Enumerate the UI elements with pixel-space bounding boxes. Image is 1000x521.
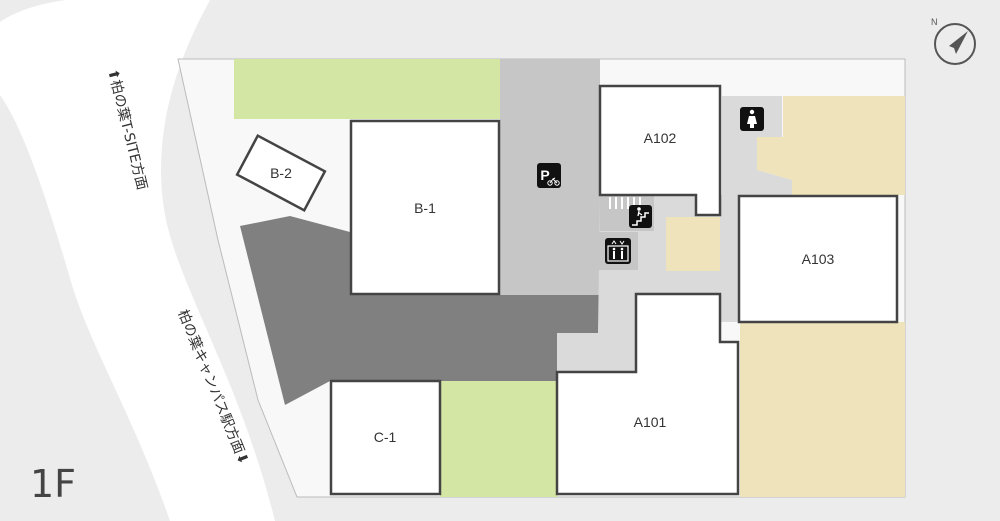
tenant-space-northeast xyxy=(757,96,905,195)
greenery-north xyxy=(234,59,500,119)
compass-north-icon: N xyxy=(931,17,976,65)
unit-label-a103: A103 xyxy=(802,251,835,267)
unit-label-c1: C-1 xyxy=(374,429,397,445)
unit-b2[interactable]: B-2 xyxy=(235,134,327,212)
bicycle-parking-icon: P xyxy=(537,163,561,188)
parking-area xyxy=(240,216,600,405)
floor-label: 1F xyxy=(30,462,76,506)
svg-text:P: P xyxy=(540,167,549,183)
tenant-space-center xyxy=(666,217,720,271)
unit-a101[interactable]: A101 xyxy=(555,292,740,496)
stairs-icon xyxy=(629,205,652,228)
road xyxy=(0,0,275,521)
unit-label-b1: B-1 xyxy=(414,200,436,216)
unit-a103[interactable]: A103 xyxy=(737,194,899,324)
unit-b1[interactable]: B-1 xyxy=(349,119,501,296)
greenery-south xyxy=(440,381,558,497)
restroom-icon xyxy=(740,107,764,131)
unit-label-a101: A101 xyxy=(634,414,667,430)
unit-label-a102: A102 xyxy=(644,130,677,146)
unit-label-b2: B-2 xyxy=(270,165,292,181)
unit-c1[interactable]: C-1 xyxy=(329,379,442,496)
unit-a102[interactable]: A102 xyxy=(598,84,722,217)
tenant-space-east xyxy=(740,322,905,497)
elevator-icon xyxy=(605,238,631,264)
compass-north-label: N xyxy=(931,17,938,27)
